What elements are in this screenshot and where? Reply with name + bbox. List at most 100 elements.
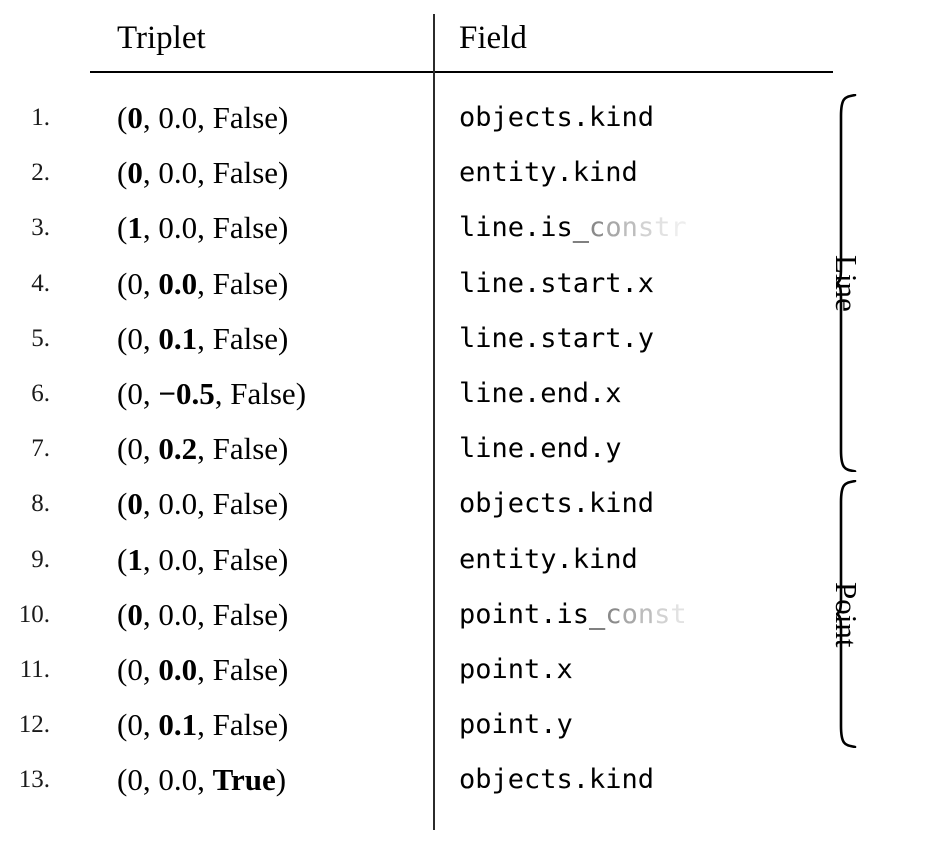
triplet-b: 0.0 xyxy=(158,265,198,301)
triplet-b: 0.0 xyxy=(158,486,198,522)
triplet-c: False xyxy=(212,596,279,632)
triplet-b: 0.0 xyxy=(158,596,198,632)
field-text: line.end.y xyxy=(459,433,622,465)
field-cell: line.is_constr xyxy=(459,200,687,255)
field-text: line.start.y xyxy=(459,322,655,354)
header-rule xyxy=(90,71,833,73)
row-number: 10. xyxy=(18,600,50,628)
triplet-c: False xyxy=(212,707,279,743)
triplet-cell: (0, 0.1, False) xyxy=(117,707,289,743)
field-text: line.start.x xyxy=(459,267,655,299)
triplet-c: False xyxy=(212,541,279,577)
field-text-truncated: t xyxy=(670,598,687,630)
triplet-c: False xyxy=(230,376,296,411)
triplet-cell: (0, 0.0, False) xyxy=(117,155,289,191)
triplet-b: 0.0 xyxy=(158,210,198,246)
field-cell: line.end.x xyxy=(459,366,622,421)
triplet-a: 0 xyxy=(127,100,143,135)
row-number: 2. xyxy=(31,159,50,187)
group-brace-label: Line xyxy=(829,254,864,312)
field-text: objects.kind xyxy=(459,102,655,133)
table-row: 3. (1, 0.0, False) line.is_constr xyxy=(0,200,929,255)
triplet-c: False xyxy=(212,652,279,687)
table-row: 4. (0, 0.0, False) line.start.x xyxy=(0,256,929,311)
field-cell: objects.kind xyxy=(459,90,654,145)
row-number: 9. xyxy=(31,545,50,573)
triplet-b: 0.0 xyxy=(158,100,198,135)
triplet-a: 0 xyxy=(127,652,143,687)
triplet-b: −0.5 xyxy=(158,376,215,411)
triplet-b: 0.0 xyxy=(158,652,198,687)
triplet-a: 0 xyxy=(127,265,143,301)
column-header-triplet: Triplet xyxy=(117,20,206,56)
triplet-cell: (0, 0.0, False) xyxy=(117,652,289,687)
field-text-truncated: s xyxy=(637,212,655,244)
triplet-cell: (0, 0.1, False) xyxy=(117,320,289,356)
field-cell: entity.kind xyxy=(459,145,638,200)
triplet-c: False xyxy=(212,486,279,522)
field-text: point.y xyxy=(459,709,573,741)
table-row: 5. (0, 0.1, False) line.start.y xyxy=(0,311,929,366)
table-row: 8.(0, 0.0, False)objects.kind xyxy=(0,476,929,531)
row-number: 3. xyxy=(31,214,50,242)
row-number: 5. xyxy=(31,324,50,352)
triplet-b: 0.0 xyxy=(158,762,198,798)
triplet-a: 0 xyxy=(127,486,143,522)
field-cell: point.y xyxy=(459,697,573,752)
field-text-truncated: o xyxy=(605,212,622,244)
field-cell: point.is_const xyxy=(459,587,687,642)
triplet-a: 0 xyxy=(127,431,143,467)
triplet-c: False xyxy=(212,155,279,191)
table-row: 9. (1, 0.0, False) entity.kind xyxy=(0,532,929,587)
row-number: 1. xyxy=(31,104,50,131)
triplet-cell: (0, 0.0, True) xyxy=(117,762,287,798)
triplet-cell: (0, 0.0, False) xyxy=(117,265,289,301)
triplet-cell: (0, 0.2, False) xyxy=(117,431,289,467)
field-text-truncated: n xyxy=(621,212,638,244)
table-row: 12. (0, 0.1, False) point.y xyxy=(0,697,929,752)
field-text: objects.kind xyxy=(459,488,655,520)
field-cell: entity.kind xyxy=(459,532,638,587)
row-number: 6. xyxy=(31,380,50,407)
field-text: line.is_ xyxy=(459,212,590,244)
row-number: 4. xyxy=(31,269,50,297)
group-brace-label: Point xyxy=(829,581,864,648)
field-cell: line.end.y xyxy=(459,421,622,476)
table-row: 2. (0, 0.0, False) entity.kind xyxy=(0,145,929,200)
triplet-cell: (1, 0.0, False) xyxy=(117,210,289,246)
triplet-a: 0 xyxy=(127,762,143,798)
triplet-cell: (0, 0.0, False) xyxy=(117,596,289,632)
table-row: 1.(0, 0.0, False)objects.kind xyxy=(0,90,929,145)
triplet-c: False xyxy=(212,265,279,301)
column-separator xyxy=(433,14,435,830)
triplet-a: 1 xyxy=(127,541,143,577)
field-text: entity.kind xyxy=(459,157,638,189)
table-row: 13.(0, 0.0, True)objects.kind xyxy=(0,752,929,807)
triplet-b: 0.2 xyxy=(158,431,198,467)
field-text-truncated: c xyxy=(605,598,622,630)
triplet-a: 0 xyxy=(127,320,143,356)
field-cell: line.start.y xyxy=(459,311,654,366)
triplet-a: 1 xyxy=(127,210,143,246)
field-text-truncated: s xyxy=(654,598,671,630)
triplet-cell: (1, 0.0, False) xyxy=(117,541,289,577)
table-row: 6. (0, −0.5, False) line.end.x xyxy=(0,366,929,421)
row-number: 12. xyxy=(18,711,50,739)
field-text-truncated: c xyxy=(589,212,606,244)
triplet-c: False xyxy=(212,320,279,356)
table-row: 11.(0, 0.0, False)point.x xyxy=(0,642,929,697)
field-cell: objects.kind xyxy=(459,476,654,531)
field-cell: objects.kind xyxy=(459,752,654,807)
triplet-b: 0.1 xyxy=(158,707,198,743)
triplet-cell: (0, −0.5, False) xyxy=(117,376,307,411)
field-text: entity.kind xyxy=(459,543,638,575)
field-text-truncated: t xyxy=(654,212,671,244)
triplet-a: 0 xyxy=(127,376,143,411)
table-row: 7.(0, 0.2, False)line.end.y xyxy=(0,421,929,476)
field-text: objects.kind xyxy=(459,764,655,796)
field-text-truncated: n xyxy=(637,598,655,630)
field-cell: point.x xyxy=(459,642,573,697)
triplet-c: False xyxy=(212,100,279,135)
triplet-b: 0.1 xyxy=(158,320,198,356)
